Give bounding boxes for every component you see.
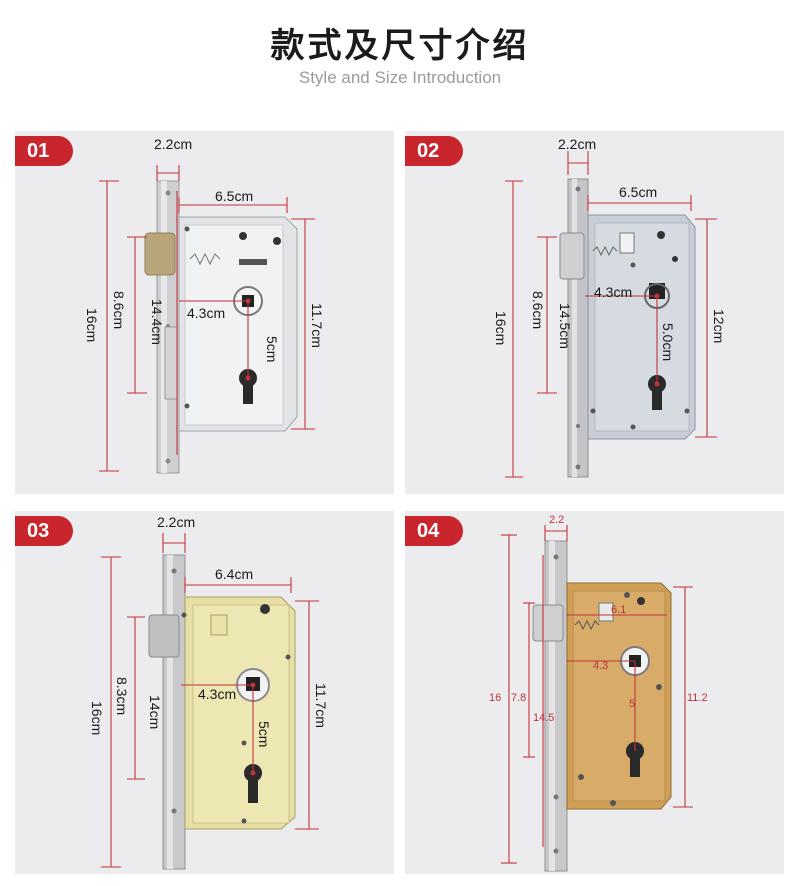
dimension-overlay-01 xyxy=(99,165,315,472)
dim-inner-height: 14.4cm xyxy=(149,299,165,345)
dim-total-height: 16 xyxy=(489,692,501,704)
product-badge: 01 xyxy=(15,136,73,166)
dimension-overlay-02 xyxy=(505,151,717,478)
dim-case-height: 11.7cm xyxy=(313,683,329,728)
mortise-lock-silver-illustration xyxy=(144,180,298,474)
dimension-labels-01: 2.2cm 6.5cm 4.3cm 5cm 11.7cm 16cm 8.6cm … xyxy=(84,136,325,362)
dim-case-height: 11.7cm xyxy=(309,303,325,348)
dim-spacing: 5cm xyxy=(264,336,280,362)
dim-total-height: 16cm xyxy=(84,308,100,342)
product-card-03: 03 2.2cm 6.4cm 4.3cm 5cm 11.7cm 16cm 8.3… xyxy=(15,511,394,874)
dim-total-height: 16cm xyxy=(89,701,105,735)
product-card-02: 02 2.2cm 6.5cm 4.3cm 5.0cm 12cm 16cm 8.6… xyxy=(405,131,784,494)
dimension-overlay-03 xyxy=(101,533,319,868)
product-card-01: 01 2.2cm 6.5cm 4.3cm 5cm 11.7cm 16cm 8.6… xyxy=(15,131,394,494)
dim-spacing: 5cm xyxy=(256,721,272,747)
mortise-lock-gold-illustration xyxy=(532,540,672,872)
dim-case-width: 6.1 xyxy=(611,604,626,616)
dimension-labels-02: 2.2cm 6.5cm 4.3cm 5.0cm 12cm 16cm 8.6cm … xyxy=(493,136,727,361)
dim-latch-height: 8.3cm xyxy=(114,677,130,715)
dim-case-width: 6.5cm xyxy=(215,188,253,204)
dim-inner-height: 14.5cm xyxy=(557,303,573,349)
product-badge: 03 xyxy=(15,516,73,546)
product-badge: 02 xyxy=(405,136,463,166)
dim-case-height: 11.2 xyxy=(687,692,708,704)
dim-backset: 4.3cm xyxy=(198,686,236,702)
dim-spacing: 5.0cm xyxy=(660,323,676,361)
dim-spacing: 5 xyxy=(629,698,635,710)
product-card-04: 04 2.2 6.1 4.3 5 11.2 16 7.8 14.5 xyxy=(405,511,784,874)
page-subtitle: Style and Size Introduction xyxy=(298,68,502,87)
dim-inner-height: 14cm xyxy=(147,695,163,729)
page-title: 款式及尺寸介绍 xyxy=(270,26,530,66)
dimension-labels-03: 2.2cm 6.4cm 4.3cm 5cm 11.7cm 16cm 8.3cm … xyxy=(89,514,329,747)
dim-backset: 4.3 xyxy=(593,660,608,672)
dim-latch-height: 8.6cm xyxy=(530,291,546,329)
dimension-labels-04: 2.2 6.1 4.3 5 11.2 16 7.8 14.5 xyxy=(489,514,708,724)
dim-backset: 4.3cm xyxy=(187,305,225,321)
dim-faceplate-width: 2.2cm xyxy=(154,136,192,152)
dim-case-height: 12cm xyxy=(711,309,727,343)
mortise-lock-steel-illustration xyxy=(559,178,696,478)
dim-case-width: 6.5cm xyxy=(619,184,657,200)
dim-faceplate-width: 2.2cm xyxy=(157,514,195,530)
product-badge: 04 xyxy=(405,516,463,546)
dim-faceplate-width: 2.2 xyxy=(549,514,564,526)
dim-case-width: 6.4cm xyxy=(215,566,253,582)
dim-total-height: 16cm xyxy=(493,311,509,345)
dimension-overlay-04 xyxy=(501,525,693,864)
dim-inner-height: 14.5 xyxy=(533,712,554,724)
dim-faceplate-width: 2.2cm xyxy=(558,136,596,152)
dim-latch-height: 7.8 xyxy=(511,692,526,704)
dim-latch-height: 8.6cm xyxy=(111,291,127,329)
dim-backset: 4.3cm xyxy=(594,284,632,300)
